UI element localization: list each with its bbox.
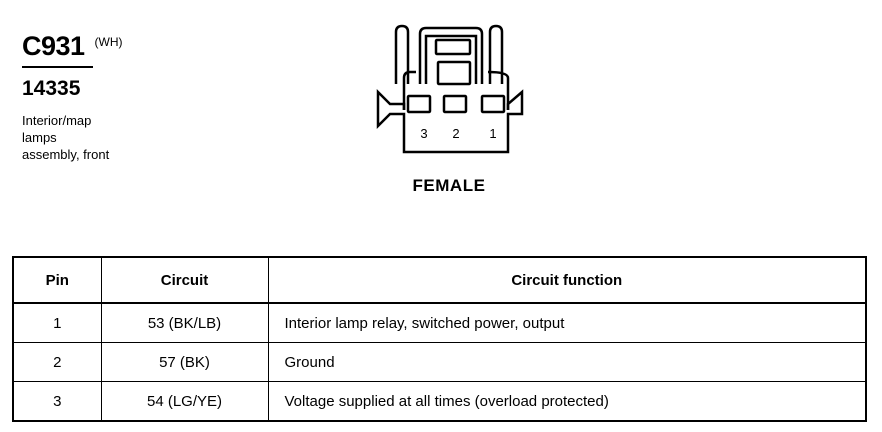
connector-header: C931 (WH) 14335 Interior/map lamps assem… [22,30,222,163]
connector-color: (WH) [94,35,123,49]
cell-pin: 1 [12,302,102,343]
latch-finger-right [488,24,504,84]
cell-pin: 3 [12,381,102,422]
latch-frame-inner [424,34,478,84]
part-number: 14335 [22,77,81,100]
latch-frame [418,26,484,84]
latch-finger-left [394,24,410,84]
latch-window-lower [436,60,472,86]
connector-face-diagram: 3 2 1 [376,24,524,154]
pin-table: Pin Circuit Circuit function 1 53 (BK/LB… [12,256,867,422]
connector-gender-label: FEMALE [412,176,486,195]
pin-label: 3 [420,126,427,141]
table-row: 1 53 (BK/LB) Interior lamp relay, switch… [12,302,867,343]
cell-function: Voltage supplied at all times (overload … [267,381,867,422]
cell-function: Interior lamp relay, switched power, out… [267,302,867,343]
description-line: Interior/map [22,113,92,128]
header-divider [22,66,93,68]
cell-pin: 2 [12,342,102,382]
connector-body-outline [376,88,524,154]
cell-circuit: 57 (BK) [100,342,269,382]
pin-label: 2 [452,126,459,141]
column-header-pin: Pin [12,256,102,304]
pin-cavity-2 [442,94,468,114]
connector-code: C931 [22,31,85,61]
cell-circuit: 54 (LG/YE) [100,381,269,422]
connector-body-outline [402,70,510,110]
connector-description: Interior/map lamps assembly, front [22,112,222,163]
cell-function: Ground [267,342,867,382]
pin-cavity-3 [406,94,432,114]
connector-id: C931 (WH) [22,30,222,62]
description-line: lamps [22,130,57,145]
table-row: 2 57 (BK) Ground [12,342,867,382]
cell-circuit: 53 (BK/LB) [100,302,269,343]
pin-label: 1 [489,126,496,141]
description-line: assembly, front [22,147,110,162]
table-row: 3 54 (LG/YE) Voltage supplied at all tim… [12,381,867,422]
pin-cavity-1 [480,94,506,114]
column-header-circuit: Circuit [100,256,269,304]
column-header-function: Circuit function [267,256,867,304]
table-header-row: Pin Circuit Circuit function [12,256,867,304]
latch-window-top [434,38,472,56]
